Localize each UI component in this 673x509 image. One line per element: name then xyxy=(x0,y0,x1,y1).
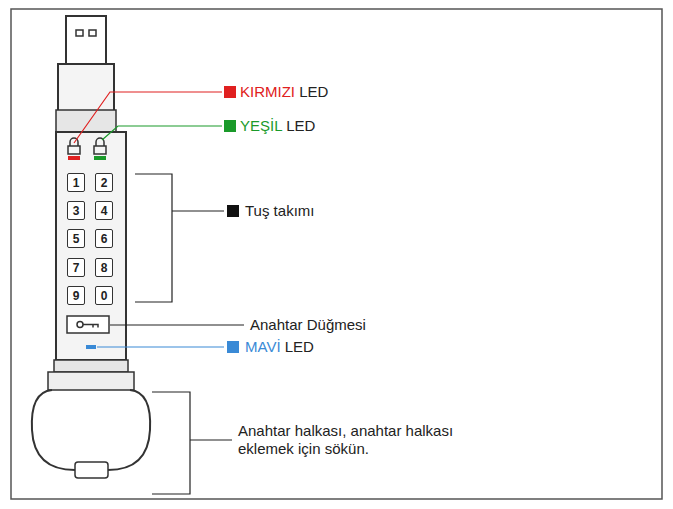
keypad-key: 1 xyxy=(67,173,85,192)
keypad-key: 4 xyxy=(95,201,113,220)
key-digit: 1 xyxy=(73,176,80,190)
keypad-key: 8 xyxy=(95,258,113,277)
key-digit: 6 xyxy=(101,232,108,246)
callout-label: MAVİ LED xyxy=(245,338,314,356)
keypad-key: 6 xyxy=(95,229,113,248)
callout-label: Anahtar halkası, anahtar halkası eklemek… xyxy=(238,422,508,458)
keypad-key: 5 xyxy=(67,229,85,248)
keypad-key: 0 xyxy=(95,286,113,305)
key-digit: 3 xyxy=(73,204,80,218)
keypad-key: 7 xyxy=(67,258,85,277)
key-digit: 5 xyxy=(73,232,80,246)
callout-label: Anahtar Düğmesi xyxy=(250,316,366,334)
keypad-key: 3 xyxy=(67,201,85,220)
key-digit: 8 xyxy=(101,261,108,275)
key-digit: 7 xyxy=(73,261,80,275)
keypad-key: 9 xyxy=(67,286,85,305)
key-digit: 2 xyxy=(101,176,108,190)
key-digit: 4 xyxy=(101,204,108,218)
callout-label: KIRMIZI LED xyxy=(240,83,328,101)
callout-label: YEŞİL LED xyxy=(240,117,315,135)
key-digit: 0 xyxy=(101,289,108,303)
key-digit: 9 xyxy=(73,289,80,303)
callout-label: Tuş takımı xyxy=(245,202,314,220)
keypad-key: 2 xyxy=(95,173,113,192)
